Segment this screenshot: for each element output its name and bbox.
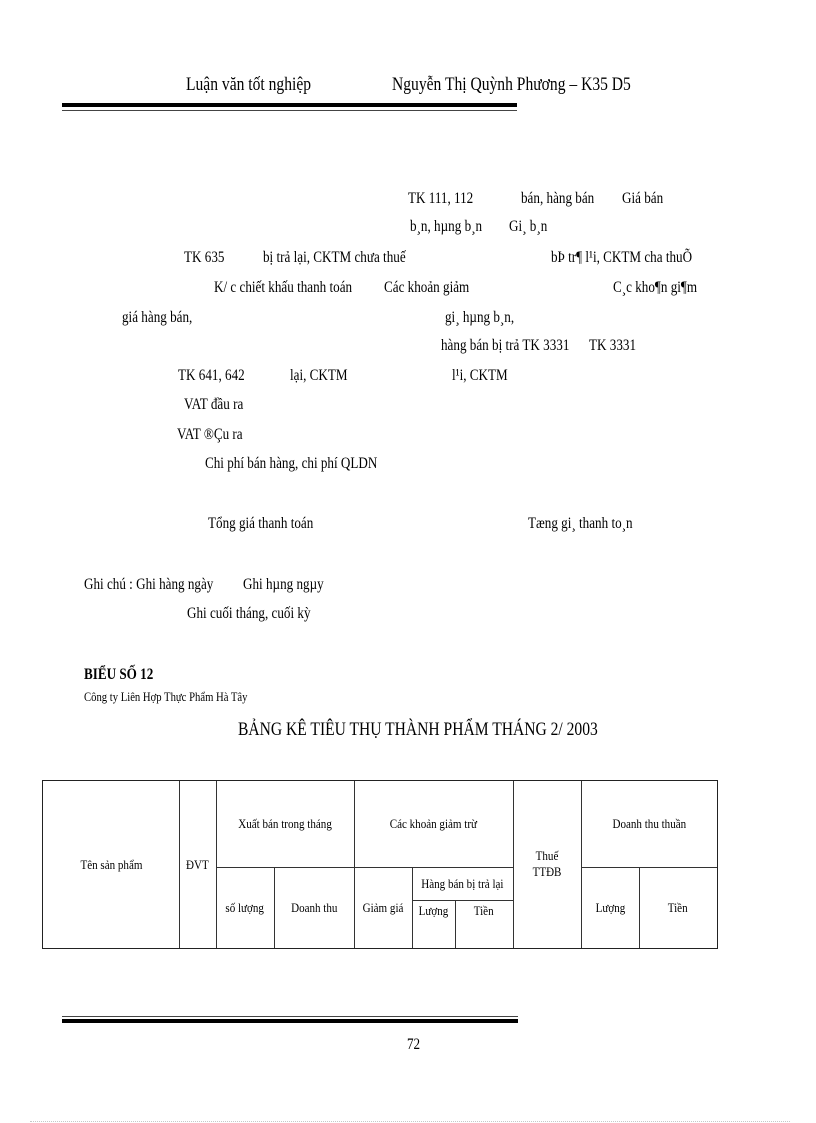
- diagram-label-tk3331: TK 3331: [589, 337, 637, 354]
- header-discount: Giảm giá: [362, 899, 404, 915]
- legend-daily-entry-garbled: Ghi hµng ngµy: [243, 576, 324, 593]
- diagram-label-garbled-lai-cktm: l¹i, CKTM: [452, 367, 508, 384]
- header-unit: ĐVT: [186, 856, 209, 872]
- diagram-label-bi-tra-lai: bị trả lại, CKTM chưa thuế: [263, 249, 406, 266]
- diagram-label-gia-hang-ban: giá hàng bán,: [122, 309, 193, 326]
- section-label: BIỂU SỐ 12: [84, 666, 154, 683]
- diagram-label-garbled-gia-ban: Gi¸ b¸n: [509, 218, 548, 235]
- col-divider: [179, 781, 180, 948]
- col-divider: [639, 867, 640, 948]
- header-quantity: số lượng: [225, 899, 265, 915]
- diagram-label-garbled-ban-hang: b¸n, hµng b¸n: [410, 218, 483, 235]
- header-returned-amount: Tiền: [474, 903, 494, 918]
- header-deductions: Các khoản giảm trừ: [389, 816, 478, 831]
- diagram-label-vat-garbled: VAT ®Çu ra: [177, 426, 243, 443]
- col-divider: [513, 781, 514, 948]
- footer-thick-rule: [62, 1019, 518, 1023]
- col-divider: [455, 900, 456, 948]
- col-divider: [412, 867, 413, 948]
- row-divider: [216, 867, 513, 868]
- col-divider: [581, 781, 582, 948]
- legend-daily-entry: Ghi chú : Ghi hàng ngày: [84, 576, 214, 593]
- header-excise-tax: Thuế TTĐB: [532, 848, 562, 879]
- legend-end-of-period: Ghi cuối tháng, cuối kỳ: [187, 605, 311, 622]
- diagram-label-tk111: TK 111, 112: [408, 190, 474, 207]
- page-number: 72: [407, 1036, 421, 1053]
- diagram-label-tk635: TK 635: [184, 249, 225, 266]
- diagram-label-kc-chiet-khau: K/ c chiết khấu thanh toán: [214, 279, 353, 296]
- header-left-title: Luận văn tốt nghiệp: [186, 74, 312, 95]
- header-right-author: Nguyễn Thị Quỳnh Phương – K35 D5: [392, 74, 631, 95]
- col-divider: [274, 867, 275, 948]
- header-net-revenue: Doanh thu thuần: [612, 816, 686, 831]
- header-thick-rule: [62, 103, 517, 107]
- diagram-label-tong-gia: Tổng giá thanh toán: [208, 515, 314, 532]
- diagram-label-ban-hang-ban: bán, hàng bán: [521, 190, 595, 207]
- diagram-label-tk641: TK 641, 642: [178, 367, 245, 384]
- page-bottom-dotted-border: [30, 1121, 790, 1122]
- diagram-label-garbled-bi-tra-lai: bÞ tr¶ l¹i, CKTM cha thuÕ: [551, 249, 693, 266]
- diagram-label-lai-cktm: lại, CKTM: [290, 367, 348, 384]
- header-sold-in-month: Xuất bán trong tháng: [238, 816, 332, 831]
- diagram-label-cac-khoan-giam: Các khoản giảm: [384, 279, 470, 296]
- table-title: BẢNG KÊ TIÊU THỤ THÀNH PHẨM THÁNG 2/ 200…: [238, 719, 598, 740]
- diagram-label-garbled-gia-hang-ban: gi¸ hµng b¸n,: [445, 309, 515, 326]
- col-divider: [354, 781, 355, 948]
- row-divider: [581, 867, 717, 868]
- diagram-label-hang-ban-bi-tra: hàng bán bị trả TK 3331: [441, 337, 570, 354]
- col-divider: [216, 781, 217, 948]
- footer-thin-rule: [62, 1016, 518, 1017]
- diagram-label-gia-ban: Giá bán: [622, 190, 664, 207]
- header-revenue: Doanh thu: [290, 899, 338, 915]
- diagram-label-vat-dau-ra: VAT đầu ra: [184, 396, 244, 413]
- header-returned-goods: Hàng bán bị trả lại: [421, 875, 504, 891]
- header-returned-qty: Lượng: [418, 903, 449, 918]
- header-product-name: Tên sản phẩm: [80, 856, 142, 872]
- header-thin-rule: [62, 110, 517, 111]
- diagram-label-tong-garbled: Tæng gi¸ thanh to¸n: [528, 515, 633, 532]
- diagram-label-garbled-cac-khoan-giam: C¸c kho¶n gi¶m: [613, 279, 698, 296]
- diagram-label-chi-phi: Chi phí bán hàng, chi phí QLDN: [205, 455, 378, 472]
- header-net-qty: Lượng: [595, 899, 625, 915]
- header-net-amount: Tiền: [668, 899, 688, 915]
- sales-summary-table: Tên sản phẩm ĐVT Xuất bán trong tháng số…: [42, 780, 718, 949]
- row-divider: [412, 900, 513, 901]
- company-name: Công ty Liên Hợp Thực Phẩm Hà Tây: [84, 689, 248, 704]
